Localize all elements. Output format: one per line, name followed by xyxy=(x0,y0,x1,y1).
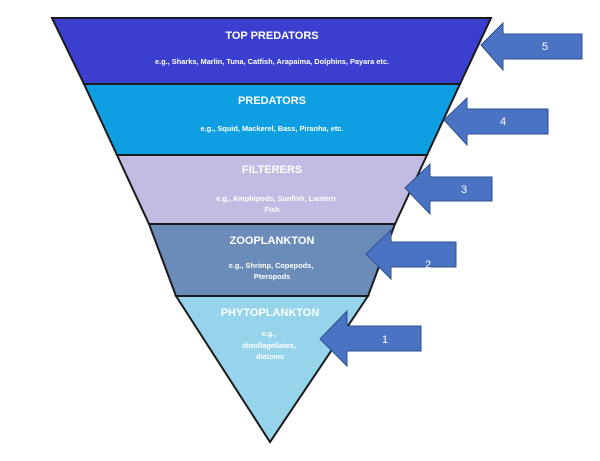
number-4: 4 xyxy=(500,116,506,128)
level-top-predators: TOP PREDATORS e.g., Sharks, Marlin, Tuna… xyxy=(50,17,583,85)
title-phytoplankton: PHYTOPLANKTON xyxy=(221,307,320,319)
level-phytoplankton: PHYTOPLANKTON e.g., dinoflagellates, dia… xyxy=(174,295,422,444)
arrow-2 xyxy=(365,228,457,281)
level-predators: PREDATORS e.g., Squid, Mackerel, Bass, P… xyxy=(82,83,549,156)
title-filterers: FILTERERS xyxy=(242,164,302,176)
desc-filterers: e.g., Amphipods, Sunfish, Lantern Fish xyxy=(216,194,338,214)
arrow-5 xyxy=(480,21,583,72)
desc-zooplankton: e.g., Shrimp, Copepods, Pteropods xyxy=(229,261,316,281)
desc-top-predators: e.g., Sharks, Marlin, Tuna, Catfish, Ara… xyxy=(155,57,389,66)
level-zooplankton: ZOOPLANKTON e.g., Shrimp, Copepods, Pter… xyxy=(147,223,457,297)
number-3: 3 xyxy=(461,184,467,196)
arrow-1 xyxy=(319,309,422,368)
arrow-3 xyxy=(404,162,493,216)
desc-phytoplankton: e.g., dinoflagellates, diatoms xyxy=(242,329,298,361)
number-5: 5 xyxy=(542,41,548,53)
number-1: 1 xyxy=(382,334,388,346)
band-phytoplankton xyxy=(174,295,370,444)
desc-predators: e.g., Squid, Mackerel, Bass, Piranha, et… xyxy=(201,124,344,133)
level-filterers: FILTERERS e.g., Amphipods, Sunfish, Lant… xyxy=(115,154,493,225)
title-top-predators: TOP PREDATORS xyxy=(225,30,318,42)
title-predators: PREDATORS xyxy=(238,95,306,107)
arrow-4 xyxy=(443,96,549,147)
title-zooplankton: ZOOPLANKTON xyxy=(230,235,315,247)
band-top-predators xyxy=(50,17,493,85)
number-2: 2 xyxy=(425,259,431,271)
